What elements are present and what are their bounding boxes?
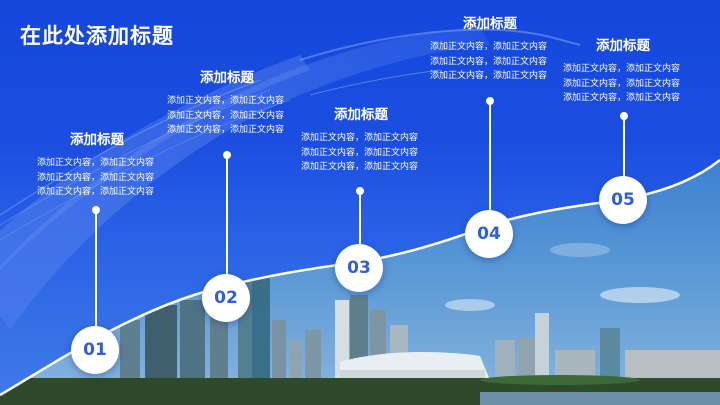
step-5-dot: [620, 112, 628, 120]
step-1-line-2: 添加正文内容，添加正文内容: [37, 172, 155, 183]
step-4-heading: 添加标题: [463, 16, 517, 32]
step-5-line-2: 添加正文内容，添加正文内容: [563, 78, 681, 89]
step-3-line-2: 添加正文内容，添加正文内容: [301, 147, 419, 158]
step-1-line-3: 添加正文内容，添加正文内容: [37, 187, 155, 197]
step-1-text: 添加标题 添加正文内容，添加正文内容 添加正文内容，添加正文内容 添加正文内容，…: [37, 128, 157, 200]
step-4-line-3: 添加正文内容，添加正文内容: [430, 71, 548, 81]
step-5-line-3: 添加正文内容，添加正文内容: [563, 93, 681, 103]
step-3-dot: [356, 187, 364, 195]
step-5-connector: [623, 116, 625, 200]
step-2-dot: [223, 151, 231, 159]
step-4-node: 04: [465, 210, 513, 258]
step-1-node: 01: [71, 326, 119, 374]
slide-title: 在此处添加标题: [20, 24, 174, 48]
step-2-node: 02: [202, 274, 250, 322]
step-4-line-2: 添加正文内容，添加正文内容: [430, 56, 548, 67]
step-1-line-1: 添加正文内容，添加正文内容: [37, 158, 155, 168]
step-3-line-3: 添加正文内容，添加正文内容: [301, 162, 419, 172]
step-3-node: 03: [335, 244, 383, 292]
step-3-text: 添加标题 添加正文内容，添加正文内容 添加正文内容，添加正文内容 添加正文内容，…: [301, 103, 421, 175]
step-1-heading: 添加标题: [70, 132, 124, 148]
step-1-connector: [95, 210, 97, 350]
step-2-text: 添加标题 添加正文内容，添加正文内容 添加正文内容，添加正文内容 添加正文内容，…: [167, 66, 287, 138]
step-4-connector: [489, 101, 491, 234]
step-2-line-2: 添加正文内容，添加正文内容: [167, 110, 285, 121]
step-5-heading: 添加标题: [596, 38, 650, 54]
step-2-line-1: 添加正文内容，添加正文内容: [167, 96, 285, 106]
step-2-line-3: 添加正文内容，添加正文内容: [167, 125, 285, 135]
step-2-heading: 添加标题: [200, 70, 254, 86]
step-5-node: 05: [599, 176, 647, 224]
step-3-line-1: 添加正文内容，添加正文内容: [301, 133, 419, 143]
step-4-dot: [486, 97, 494, 105]
step-4-line-1: 添加正文内容，添加正文内容: [430, 42, 548, 52]
step-3-heading: 添加标题: [334, 107, 388, 123]
step-5-line-1: 添加正文内容，添加正文内容: [563, 64, 681, 74]
step-3-connector: [359, 191, 361, 268]
step-5-text: 添加标题 添加正文内容，添加正文内容 添加正文内容，添加正文内容 添加正文内容，…: [563, 34, 683, 106]
step-1-dot: [92, 206, 100, 214]
step-4-text: 添加标题 添加正文内容，添加正文内容 添加正文内容，添加正文内容 添加正文内容，…: [430, 12, 550, 84]
step-2-connector: [226, 155, 228, 298]
